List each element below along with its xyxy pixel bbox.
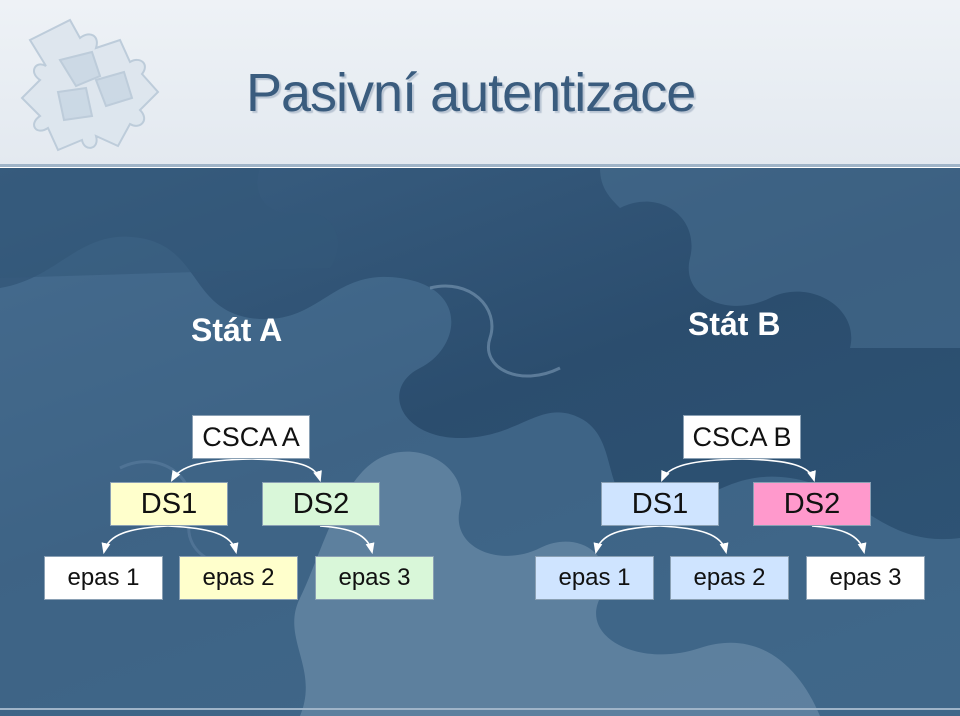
bottom-line xyxy=(0,708,960,710)
state-a-ds1-box: DS1 xyxy=(110,482,228,526)
state-b-epas2-box: epas 2 xyxy=(670,556,789,600)
state-a-ds2-box: DS2 xyxy=(262,482,380,526)
state-b-ds2-box: DS2 xyxy=(753,482,871,526)
state-b-epas3-box: epas 3 xyxy=(806,556,925,600)
state-a-epas1-box: epas 1 xyxy=(44,556,163,600)
state-b-label: Stát B xyxy=(688,306,781,342)
puzzle-logo-icon xyxy=(20,18,160,152)
csca-a-box: CSCA A xyxy=(192,415,310,459)
puzzle-background xyxy=(0,168,960,716)
state-b-epas1-box: epas 1 xyxy=(535,556,654,600)
csca-b-box: CSCA B xyxy=(683,415,801,459)
state-a-epas2-box: epas 2 xyxy=(179,556,298,600)
title-band xyxy=(0,0,960,164)
state-b-ds1-box: DS1 xyxy=(601,482,719,526)
title-separator xyxy=(0,164,960,167)
state-a-epas3-box: epas 3 xyxy=(315,556,434,600)
title-separator-highlight xyxy=(0,167,960,168)
slide-title: Pasivní autentizace xyxy=(246,63,696,123)
state-a-label: Stát A xyxy=(191,312,283,348)
